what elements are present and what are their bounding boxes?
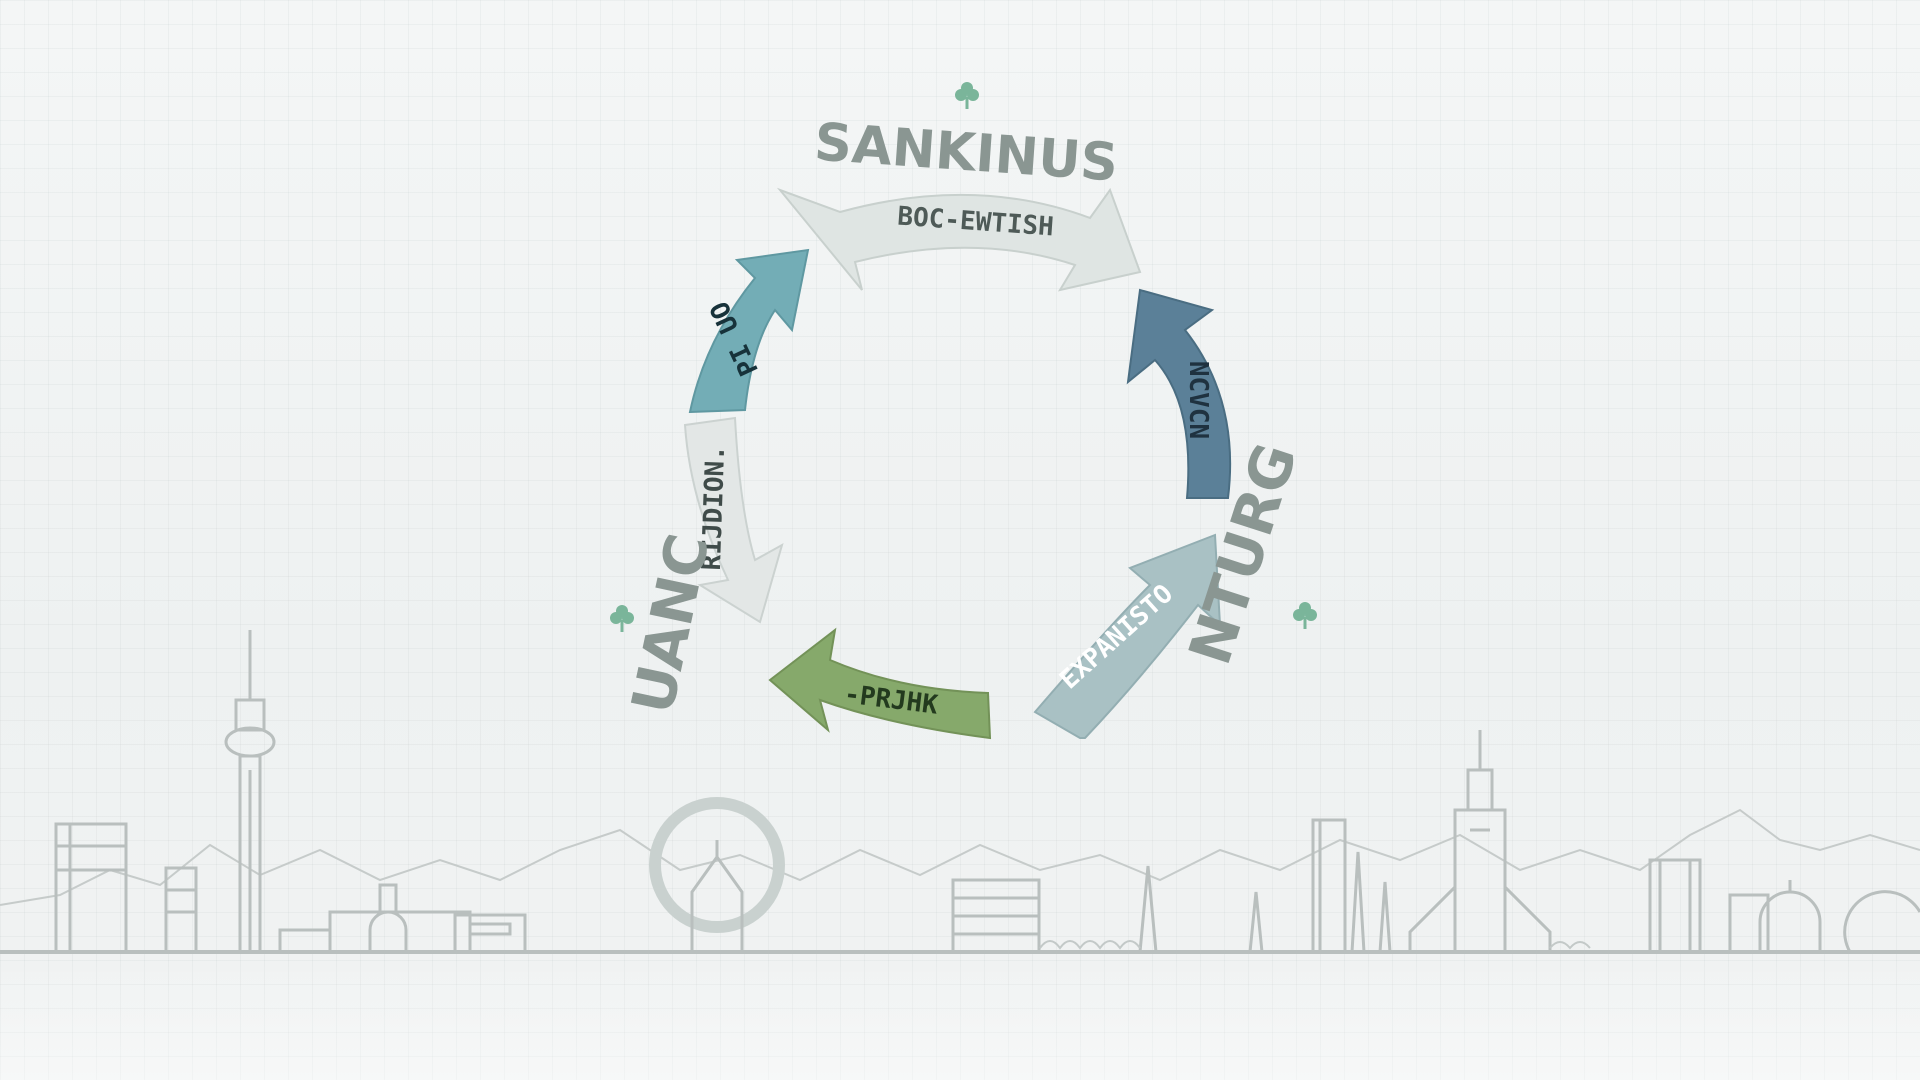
city-skyline: [0, 630, 1920, 954]
arrow-right-label: NCVCN: [1183, 361, 1213, 439]
arrow-bottom-label: -PRJHK: [843, 679, 940, 720]
ground-fade: [0, 960, 1920, 1080]
arrow-left-upper: [688, 248, 810, 414]
arrow-top: [776, 187, 1142, 292]
arrow-lower-right: [1033, 533, 1222, 739]
clover-icon-right: [1293, 602, 1317, 629]
arrow-bottom: [768, 627, 992, 740]
arrow-left-lower-label: RIJDION.: [697, 445, 731, 571]
arrow-left-lower: [683, 416, 784, 624]
clover-icon-top: [955, 82, 979, 109]
clover-icon-left: [610, 605, 634, 632]
diagram-title: SANKINUS: [812, 113, 1120, 194]
arrow-right: [1126, 288, 1232, 499]
left-word: UANC: [618, 528, 722, 719]
